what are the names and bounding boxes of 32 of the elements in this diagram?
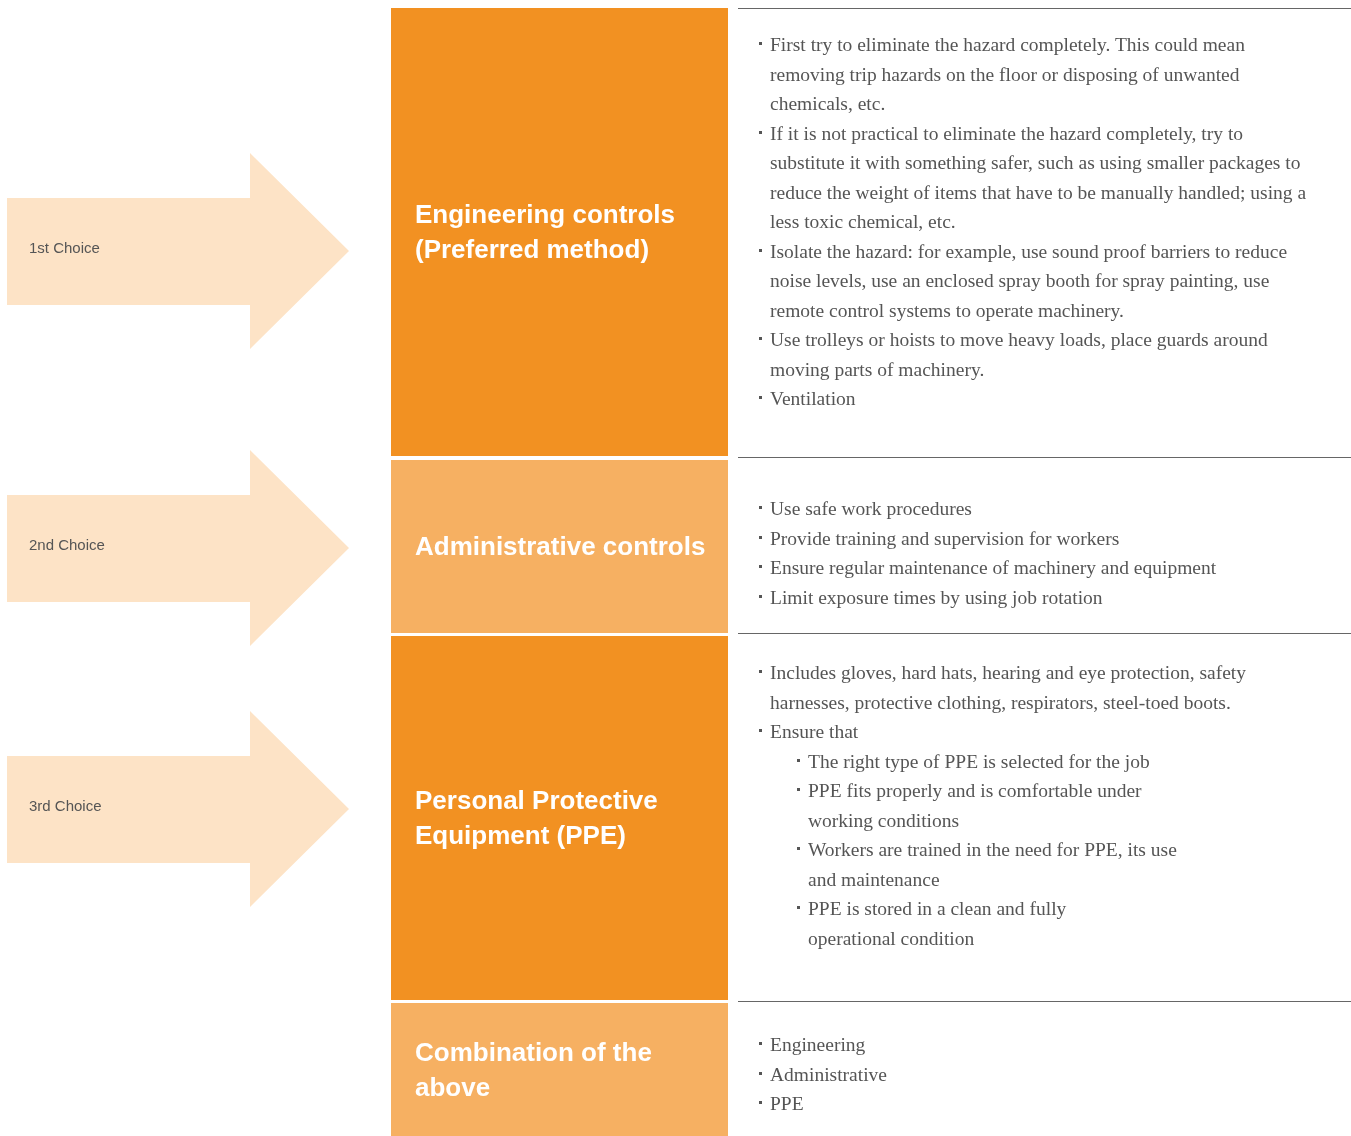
bullet-text: Administrative xyxy=(758,1059,1318,1089)
bullet-text: Ensure regular maintenance of machinery and equipment xyxy=(758,553,1318,583)
bullet-text: First try to eliminate the hazard completely. This could mean removing trip hazards on the floor or disposing of unwanted chemicals, etc. xyxy=(758,30,1270,119)
bullet-text: Provide training and supervision for workers xyxy=(758,523,1318,553)
category-title: Engineering controls (Preferred method) xyxy=(415,198,677,266)
category-box xyxy=(391,8,728,456)
arrow-shape xyxy=(7,450,349,646)
category-title: Administrative controls xyxy=(415,530,706,563)
bullet-text: Use trolleys or hoists to move heavy loads, place guards around moving parts of machinery. xyxy=(758,325,1318,384)
category-box xyxy=(391,460,728,633)
bullet-text: Ensure that xyxy=(758,717,1318,747)
bullet-text: PPE fits properly and is comfortable under working conditions xyxy=(796,776,1208,835)
arrow-shape xyxy=(7,153,349,349)
bullet-text: Ventilation xyxy=(758,384,1318,414)
category-box xyxy=(391,636,728,1000)
bullet-text: Isolate the hazard: for example, use sound proof barriers to reduce noise levels, use an enclosed spray booth for spray painting, use remote control systems to operate machinery. xyxy=(758,236,1318,325)
category-title: Personal Protective Equipment (PPE) xyxy=(415,784,659,852)
bullet-text: If it is not practical to eliminate the hazard completely, try to substitute it with something safer, such as using smaller packages to reduce the weight of items that have to be manually handled; using a less toxic chemical, etc. xyxy=(758,118,1318,237)
arrow-label: 3rd Choice xyxy=(29,797,102,814)
bullet-text: Limit exposure times by using job rotation xyxy=(758,582,1318,612)
bullet-text: Includes gloves, hard hats, hearing and eye protection, safety harnesses, protective clothing, respirators, steel-toed boots. xyxy=(758,658,1270,717)
arrow-shape xyxy=(7,711,349,907)
arrow-label: 1st Choice xyxy=(29,239,100,256)
bullet-text: Engineering xyxy=(758,1030,1318,1060)
bullet-text: Workers are trained in the need for PPE, its use and maintenance xyxy=(796,835,1208,894)
bullet-text: PPE xyxy=(758,1089,1318,1119)
bullet-text: Use safe work procedures xyxy=(758,494,1318,524)
bullet-text: The right type of PPE is selected for the job xyxy=(796,746,1318,776)
bullet-text: PPE is stored in a clean and fully operational condition xyxy=(796,894,1118,953)
category-title: Combination of the above xyxy=(415,1035,653,1104)
category-box xyxy=(391,1003,728,1136)
arrow-label: 2nd Choice xyxy=(29,536,105,553)
